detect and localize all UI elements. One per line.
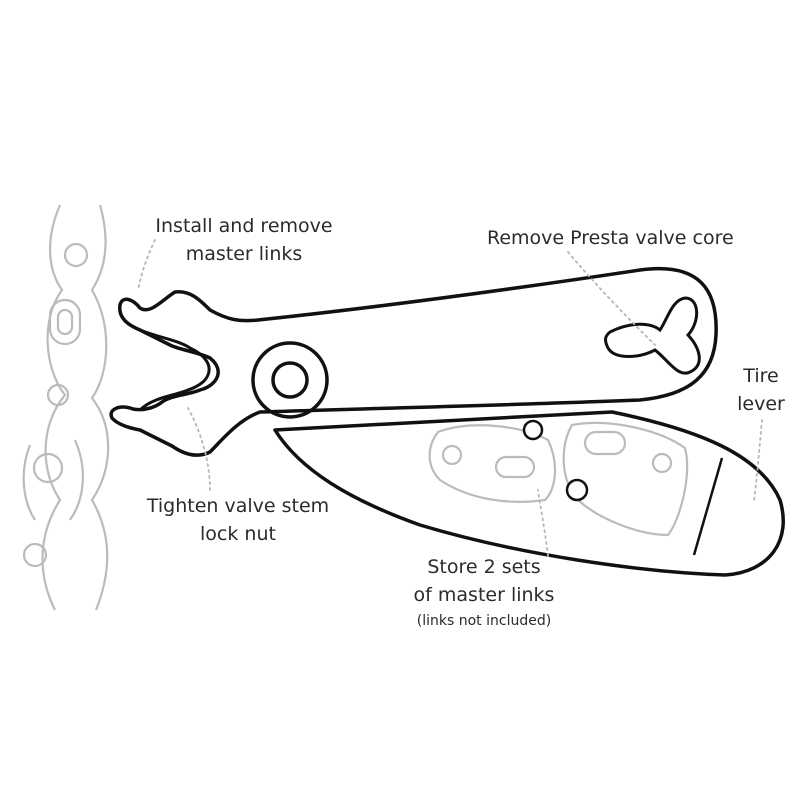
- label-store-note: (links not included): [416, 613, 552, 629]
- stored-link-right: [562, 421, 689, 537]
- lever-hole: [522, 419, 544, 441]
- tire-lever-edge: [692, 457, 724, 556]
- chain-outer-plate: [41, 204, 110, 611]
- label-tire-lever-line2: lever: [737, 393, 785, 415]
- chain-pin: [63, 242, 89, 268]
- pliers-top-body: [109, 266, 718, 457]
- leader-lines: [137, 239, 763, 557]
- stored-link-slot: [494, 455, 536, 479]
- label-valve-stem: Tighten valve stem lock nut: [140, 492, 336, 548]
- lever-hole: [565, 478, 589, 502]
- label-presta: Remove Presta valve core: [487, 224, 734, 252]
- label-master-links-line2: master links: [185, 243, 303, 265]
- chain-pin: [22, 542, 48, 568]
- leader-store: [537, 489, 549, 557]
- chain-pin: [46, 383, 70, 407]
- label-tire-lever: Tire lever: [724, 362, 798, 418]
- label-valve-stem-line2: lock nut: [200, 523, 276, 545]
- leader-presta: [567, 251, 656, 346]
- lever-holes: [522, 419, 589, 502]
- presta-core-tool-slot: [604, 296, 701, 375]
- stored-link-pin: [441, 444, 463, 466]
- label-store-line1: Store 2 sets: [427, 556, 541, 578]
- label-master-links-line1: Install and remove: [155, 215, 333, 237]
- leader-valve-stem: [187, 407, 211, 491]
- stored-master-links: [428, 421, 689, 537]
- chain-master-link: [48, 298, 82, 346]
- pliers-jaw-mouth: [138, 328, 211, 412]
- chain-inner-plate: [22, 439, 84, 521]
- label-store: Store 2 sets of master links (links not …: [398, 553, 570, 633]
- chain-pin: [32, 452, 64, 484]
- pliers-jaw-and-handle: [109, 266, 718, 457]
- stored-link-left: [428, 424, 557, 503]
- label-master-links: Install and remove master links: [150, 212, 338, 268]
- leader-master-links: [137, 239, 156, 291]
- pivot-outer-ring: [251, 341, 329, 419]
- label-tire-lever-line1: Tire: [743, 365, 779, 387]
- label-valve-stem-line1: Tighten valve stem: [146, 495, 330, 517]
- bike-chain: [22, 204, 110, 611]
- chain-master-link-inner: [56, 308, 74, 336]
- label-presta-line1: Remove Presta valve core: [487, 227, 734, 249]
- label-store-line2: of master links: [413, 584, 555, 606]
- leader-tire-lever: [753, 419, 763, 501]
- pivot-inner: [271, 361, 309, 399]
- stored-link-slot: [583, 430, 627, 456]
- pivot: [251, 341, 329, 419]
- stored-link-pin: [651, 452, 673, 474]
